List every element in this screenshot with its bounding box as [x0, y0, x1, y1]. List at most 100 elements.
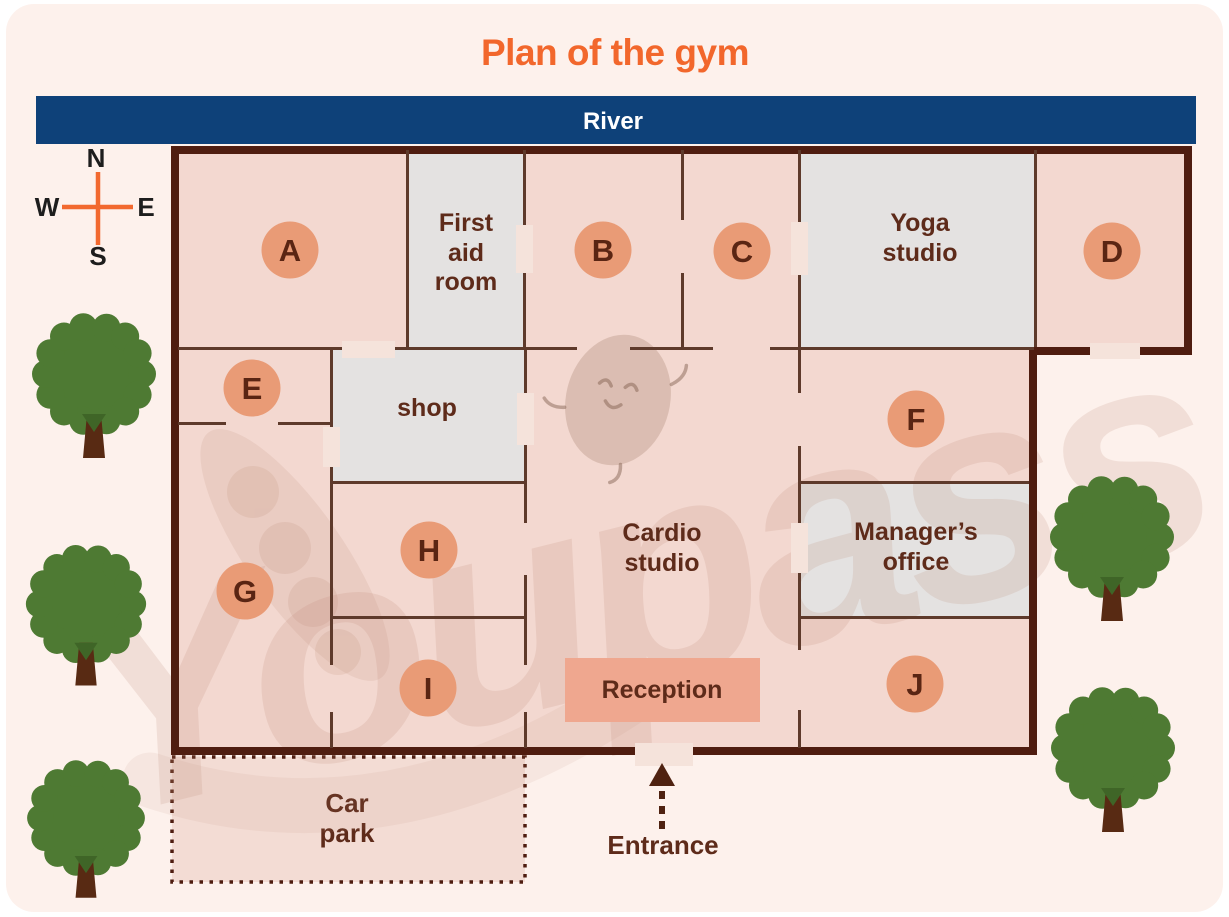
marker-j-letter: J: [906, 667, 923, 702]
marker-f: F: [887, 390, 945, 448]
wall-segment: [523, 150, 526, 225]
managers-label-line1: Manager’s: [854, 518, 978, 546]
wall-segment: [278, 422, 333, 425]
room-first-aid: [409, 154, 523, 347]
marker-c: C: [713, 222, 771, 280]
compass: N E S W: [35, 143, 155, 271]
wall-segment: [798, 481, 1029, 484]
marker-a-letter: A: [279, 233, 301, 268]
wall-south-right: [689, 747, 1037, 755]
wall-south-left: [171, 747, 637, 755]
wall-east-main: [1029, 347, 1037, 755]
room-shop: [333, 350, 524, 481]
marker-b-letter: B: [592, 233, 614, 268]
compass-south: S: [89, 241, 106, 271]
first-aid-label-line2: aid: [448, 239, 484, 267]
marker-e-letter: E: [242, 371, 263, 406]
wall-segment: [178, 347, 342, 350]
wall-segment: [523, 273, 526, 349]
door-openings: [323, 222, 1140, 766]
wall-segment: [330, 481, 527, 484]
marker-e: E: [223, 359, 281, 417]
yoga-label-line1: Yoga: [890, 209, 950, 237]
entrance-label: Entrance: [607, 830, 718, 860]
wall-segment: [524, 349, 527, 393]
letter-markers: A B C D E F G H I J: [216, 221, 1141, 717]
wall-segment: [406, 150, 409, 349]
marker-b: B: [574, 221, 632, 279]
wall-segment: [770, 347, 1034, 350]
page-title: Plan of the gym: [481, 32, 749, 73]
first-aid-label-line3: room: [435, 268, 498, 296]
wall-segment: [330, 712, 333, 748]
marker-i: I: [399, 659, 457, 717]
compass-west: W: [35, 192, 60, 222]
room-managers-office: [801, 484, 1029, 616]
shop-label: shop: [397, 394, 457, 422]
wall-segment: [178, 422, 226, 425]
watermark-potato-mascot: [542, 334, 689, 485]
wall-segment: [798, 616, 1029, 619]
river-label: River: [583, 108, 643, 135]
wall-segment: [798, 710, 801, 748]
wall-segment: [330, 349, 333, 427]
marker-i-letter: I: [424, 671, 433, 706]
river-bar: [36, 96, 1196, 144]
interior-walls: [178, 150, 1037, 748]
river-banner: River: [36, 96, 1196, 144]
marker-d-letter: D: [1101, 234, 1123, 269]
marker-c-letter: C: [731, 234, 753, 269]
gray-rooms: [333, 154, 1034, 616]
wall-segment: [1034, 150, 1037, 347]
door-shop-north: [342, 341, 395, 358]
wall-segment: [330, 616, 527, 619]
managers-label-line2: office: [883, 548, 950, 576]
room-labels: First aid room Yoga studio shop Cardio s…: [397, 209, 978, 577]
marker-h-letter: H: [418, 533, 440, 568]
car-park: Car park: [170, 755, 527, 884]
wall-segment: [524, 575, 527, 665]
wall-segment: [330, 467, 333, 665]
car-park-label-line2: park: [320, 818, 375, 848]
door-first-aid: [516, 225, 533, 273]
door-shop-west: [323, 427, 340, 467]
marker-j: J: [886, 655, 944, 713]
reception-desk: [565, 658, 760, 722]
wall-segment: [798, 150, 801, 222]
marker-h: H: [400, 521, 458, 579]
watermark-swoosh: [122, 662, 668, 834]
door-entrance: [635, 743, 693, 766]
yoga-label-line2: studio: [883, 239, 958, 267]
wall-south-d-wing-right: [1140, 347, 1188, 355]
car-park-label-line1: Car: [325, 788, 368, 818]
door-shop-east: [517, 393, 534, 445]
compass-east: E: [137, 192, 154, 222]
reception: Reception: [565, 658, 760, 722]
first-aid-label-line1: First: [439, 209, 494, 237]
room-yoga-studio: [801, 154, 1034, 347]
wall-segment: [798, 275, 801, 393]
cardio-label-line1: Cardio: [622, 519, 701, 547]
compass-north: N: [87, 143, 106, 173]
watermark-peas: [227, 466, 361, 675]
wall-segment: [798, 446, 801, 523]
door-d-wing-south: [1090, 343, 1140, 359]
car-park-area: [170, 755, 527, 884]
wall-segment: [681, 150, 684, 220]
wall-west: [171, 146, 179, 755]
door-managers-office: [791, 523, 808, 573]
marker-f-letter: F: [907, 402, 926, 437]
door-yoga-studio: [791, 222, 808, 275]
marker-d: D: [1083, 222, 1141, 280]
wall-east-d-wing: [1184, 146, 1192, 355]
marker-a: A: [261, 221, 319, 279]
wall-segment: [395, 347, 577, 350]
cardio-label-line2: studio: [625, 549, 700, 577]
wall-segment: [681, 273, 684, 349]
entrance: Entrance: [607, 763, 719, 860]
wall-segment: [798, 573, 801, 650]
wall-segment: [630, 347, 713, 350]
marker-g-letter: G: [233, 574, 257, 609]
